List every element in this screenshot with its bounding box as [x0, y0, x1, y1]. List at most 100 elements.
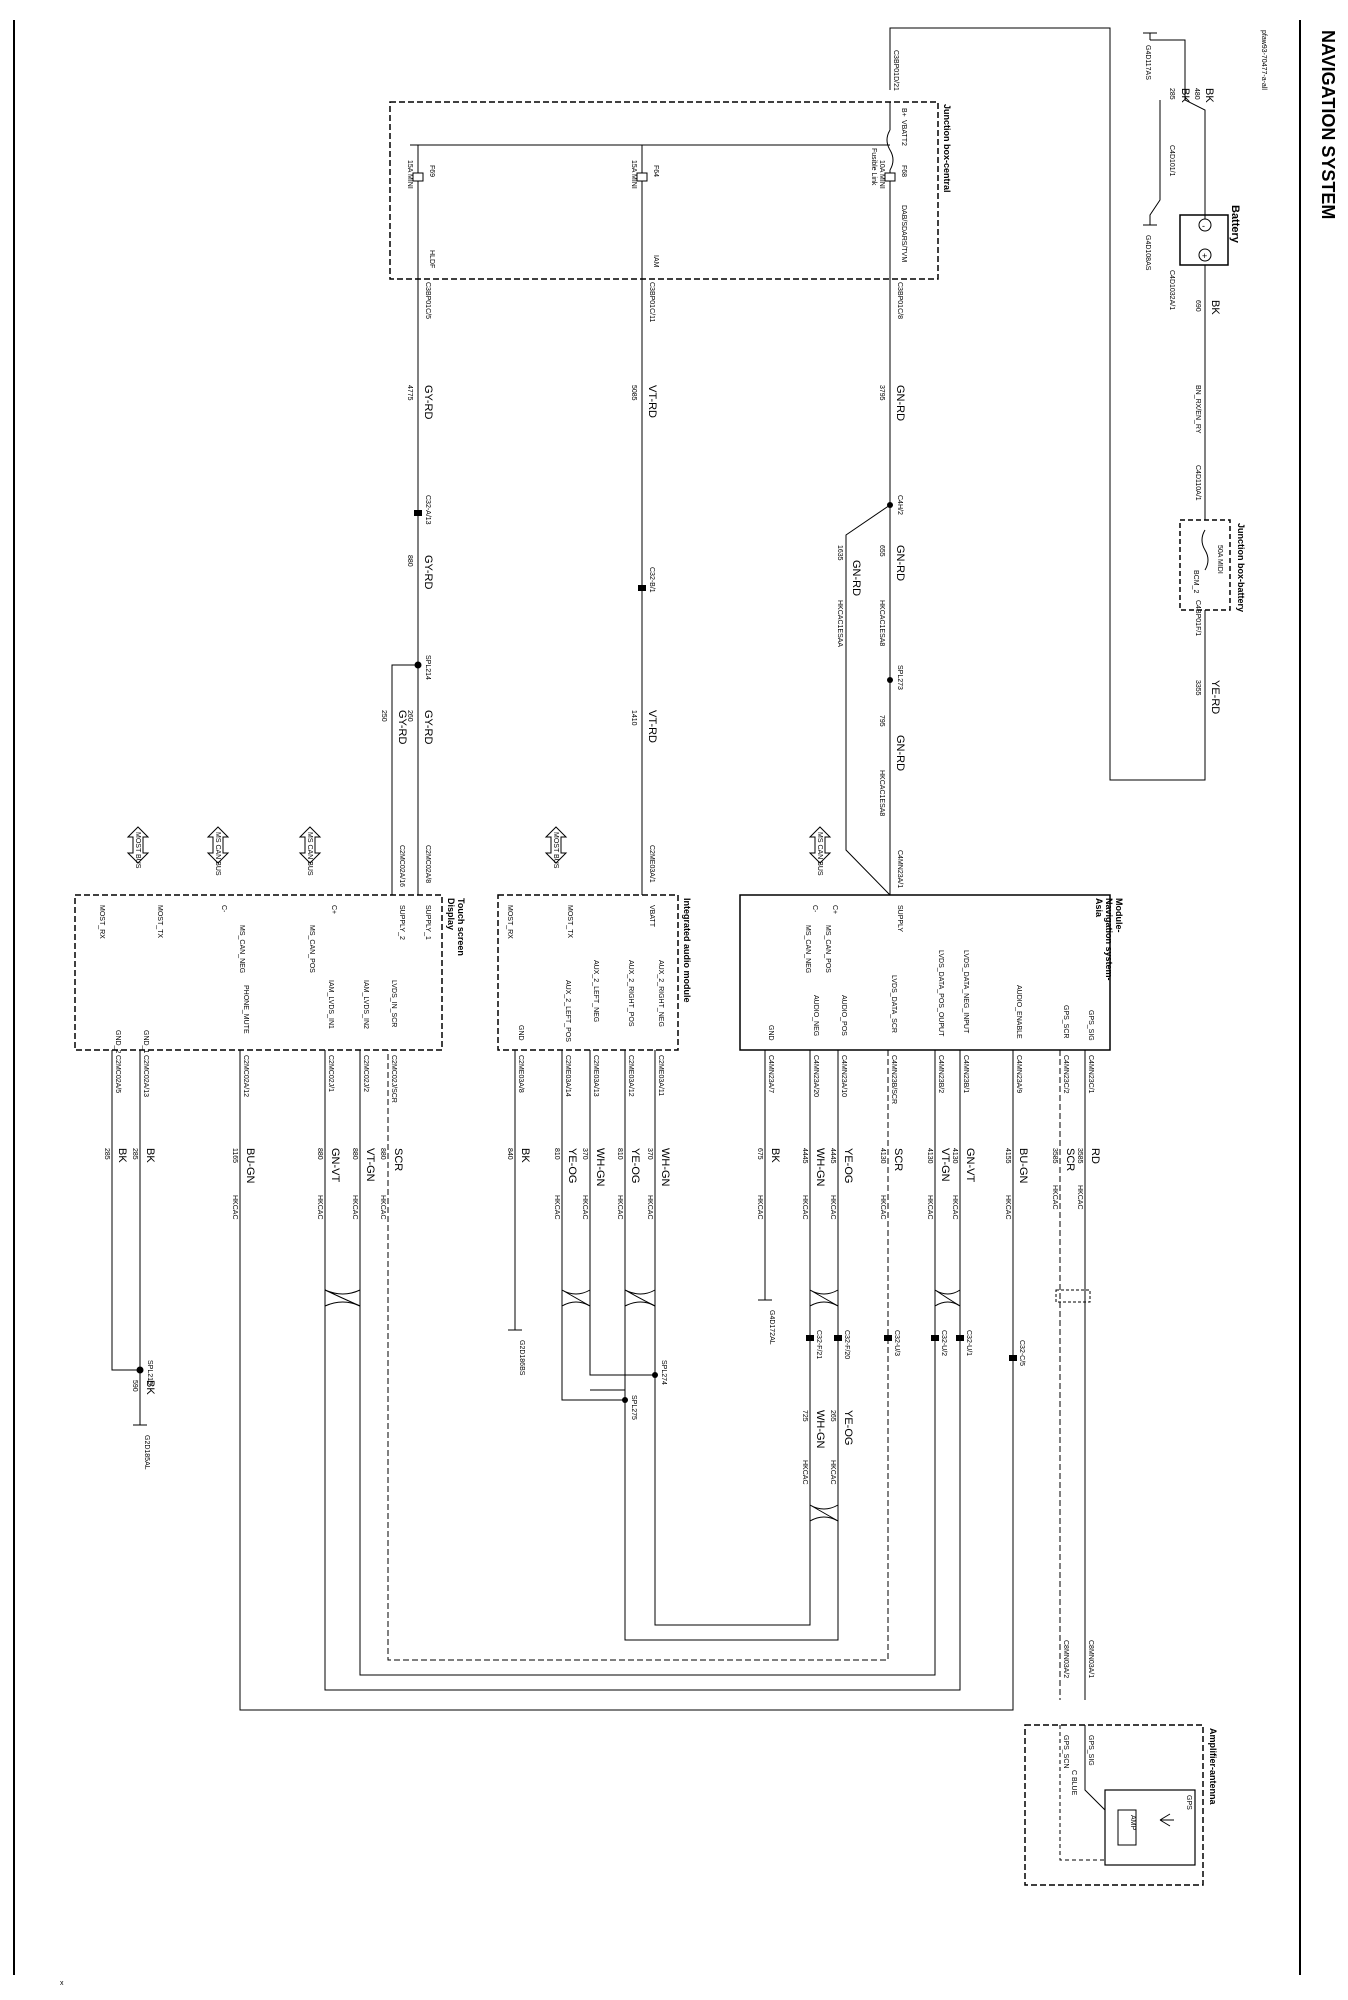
- wire-bk480: [1150, 39, 1206, 219]
- wire-aux-left-neg: [589, 1050, 655, 1376]
- svg-text:BK: BK: [116, 1148, 128, 1163]
- svg-text:3585: 3585: [1076, 1148, 1083, 1164]
- wire-lvds-neg: [324, 1050, 961, 1691]
- wire-audio-pos: [624, 1050, 839, 1641]
- svg-text:Junction box-battery: Junction box-battery: [1236, 523, 1246, 612]
- svg-text:4445: 4445: [829, 1148, 836, 1164]
- svg-text:880: 880: [316, 1148, 323, 1160]
- svg-text:+: +: [1202, 251, 1207, 261]
- svg-text:SUPPLY_1: SUPPLY_1: [424, 905, 431, 940]
- touch-can-bus-arrow-2: MS CAN BUS: [206, 826, 230, 876]
- svg-text:F68: F68: [900, 165, 907, 177]
- svg-text:HKCAC: HKCAC: [1004, 1195, 1011, 1220]
- svg-text:GND: GND: [767, 1025, 774, 1041]
- svg-text:MOST BUS: MOST BUS: [552, 832, 559, 869]
- ground-g4d108as: G4D108AS: [1144, 235, 1151, 271]
- svg-text:MS_CAN_POS: MS_CAN_POS: [308, 925, 315, 973]
- svg-text:G2D186BS: G2D186BS: [518, 1340, 525, 1376]
- svg-text:C32-F/21: C32-F/21: [815, 1330, 822, 1359]
- svg-text:4130: 4130: [951, 1148, 958, 1164]
- svg-text:260: 260: [406, 710, 413, 722]
- svg-text:GY-RD: GY-RD: [396, 710, 408, 744]
- svg-text:BN_RX/EN_RY: BN_RX/EN_RY: [1194, 385, 1201, 434]
- svg-text:HKCAC: HKCAC: [951, 1195, 958, 1220]
- svg-text:C2MC02A/8: C2MC02A/8: [424, 845, 431, 883]
- touch-most-bus-arrow: MOST BUS: [126, 826, 150, 869]
- svg-text:YE-RD: YE-RD: [1209, 680, 1221, 714]
- svg-text:C4MN23A/7: C4MN23A/7: [767, 1055, 774, 1093]
- svg-text:C4MN23A/9: C4MN23A/9: [1015, 1055, 1022, 1093]
- svg-text:C BLUE: C BLUE: [1070, 1770, 1077, 1796]
- svg-text:AUX_2_LEFT_POS: AUX_2_LEFT_POS: [564, 980, 571, 1042]
- svg-text:C4D110A/1: C4D110A/1: [1194, 465, 1201, 501]
- svg-text:BK: BK: [1209, 300, 1221, 315]
- svg-text:YE-OG: YE-OG: [566, 1148, 578, 1183]
- svg-text:C3BP01C/5: C3BP01C/5: [424, 282, 431, 319]
- battery-label: Battery: [1229, 205, 1241, 244]
- navigation-module: Module- Navigation system- Asia SUPPLY C…: [739, 894, 1124, 1051]
- svg-text:AUDIO_POS: AUDIO_POS: [840, 995, 847, 1036]
- svg-text:3585: 3585: [1051, 1148, 1058, 1164]
- svg-text:GND_1: GND_1: [142, 1030, 149, 1053]
- svg-text:10A MINI: 10A MINI: [878, 160, 885, 189]
- svg-text:C4MN23B/1: C4MN23B/1: [962, 1055, 969, 1093]
- svg-text:SCR: SCR: [892, 1148, 904, 1171]
- svg-text:690: 690: [1194, 300, 1201, 312]
- svg-text:4155: 4155: [1004, 1148, 1011, 1164]
- svg-text:VT-RD: VT-RD: [646, 385, 658, 418]
- svg-text:HKCAC: HKCAC: [379, 1195, 386, 1220]
- junction-box-central: Junction box-central C3BP01D/21 B+ VBATT…: [389, 50, 952, 280]
- svg-text:BCM_2: BCM_2: [1192, 570, 1199, 593]
- svg-text:MS CAN BUS: MS CAN BUS: [214, 832, 221, 876]
- svg-text:MS CAN BUS: MS CAN BUS: [306, 832, 313, 876]
- page-ref: pfaw93-70477-a-all: [1260, 30, 1267, 90]
- svg-text:C4MN23A/1: C4MN23A/1: [896, 850, 903, 888]
- svg-text:BK: BK: [519, 1148, 531, 1163]
- svg-text:HKCAC: HKCAC: [1051, 1185, 1058, 1210]
- svg-text:Amplifier-antenna: Amplifier-antenna: [1208, 1728, 1218, 1806]
- svg-text:DAB/SDARS/TVM: DAB/SDARS/TVM: [900, 205, 907, 262]
- svg-text:4775: 4775: [406, 385, 413, 401]
- svg-text:WH-GN: WH-GN: [594, 1148, 606, 1187]
- svg-text:GND: GND: [517, 1025, 524, 1041]
- svg-text:HLDF: HLDF: [428, 250, 435, 268]
- svg-text:C4MN23B/SCR: C4MN23B/SCR: [890, 1055, 897, 1104]
- svg-text:HKCAC: HKCAC: [316, 1195, 323, 1220]
- svg-text:MOST_RX: MOST_RX: [506, 905, 513, 939]
- svg-text:C4MN23A/10: C4MN23A/10: [840, 1055, 847, 1097]
- svg-text:C2ME03A/13: C2ME03A/13: [592, 1055, 599, 1097]
- svg-text:C4MN23B/2: C4MN23B/2: [937, 1055, 944, 1093]
- svg-text:BK: BK: [1179, 88, 1191, 103]
- svg-text:810: 810: [616, 1148, 623, 1160]
- svg-text:VT-GN: VT-GN: [939, 1148, 951, 1182]
- svg-text:590: 590: [131, 1380, 138, 1392]
- svg-text:SPL215: SPL215: [146, 1360, 153, 1385]
- svg-text:C3BP01D/21: C3BP01D/21: [892, 50, 899, 91]
- svg-text:HKCAC: HKCAC: [1076, 1185, 1083, 1210]
- svg-text:C32-A/13: C32-A/13: [424, 495, 431, 525]
- svg-text:AUX_2_RIGHT_POS: AUX_2_RIGHT_POS: [627, 960, 634, 1027]
- svg-text:BK: BK: [769, 1148, 781, 1163]
- svg-text:HKCAC: HKCAC: [801, 1195, 808, 1220]
- svg-text:Junction box-central: Junction box-central: [942, 104, 952, 193]
- svg-text:370: 370: [646, 1148, 653, 1160]
- svg-text:B+: B+: [900, 108, 907, 117]
- wire-gy-rd: [391, 279, 419, 895]
- svg-text:C2ME03A/11: C2ME03A/11: [657, 1055, 664, 1096]
- svg-text:Integrated audio module: Integrated audio module: [682, 898, 692, 1003]
- svg-text:GY-RD: GY-RD: [422, 385, 434, 419]
- svg-text:3795: 3795: [878, 385, 885, 401]
- svg-text:725: 725: [801, 1410, 808, 1422]
- svg-text:HKCAC: HKCAC: [829, 1195, 836, 1220]
- svg-text:Touch screen: Touch screen: [456, 898, 466, 956]
- svg-text:GN-RD: GN-RD: [894, 735, 906, 771]
- svg-text:795: 795: [878, 715, 885, 727]
- svg-text:PHONE_MUTE: PHONE_MUTE: [242, 985, 249, 1034]
- svg-text:HKCAC1ESA8: HKCAC1ESA8: [878, 770, 885, 816]
- c32-connectors: C32-C/5 C32-U/1 C32-U/2 C32-U/3 C32-F/20…: [801, 1330, 1025, 1485]
- svg-text:HKCAC: HKCAC: [926, 1195, 933, 1220]
- iam-most-bus-arrow: MOST BUS: [544, 826, 568, 869]
- ground-g4d117as: G4D117AS: [1144, 45, 1151, 80]
- svg-text:YE-OG: YE-OG: [629, 1148, 641, 1183]
- svg-text:C4MN23A/20: C4MN23A/20: [812, 1055, 819, 1097]
